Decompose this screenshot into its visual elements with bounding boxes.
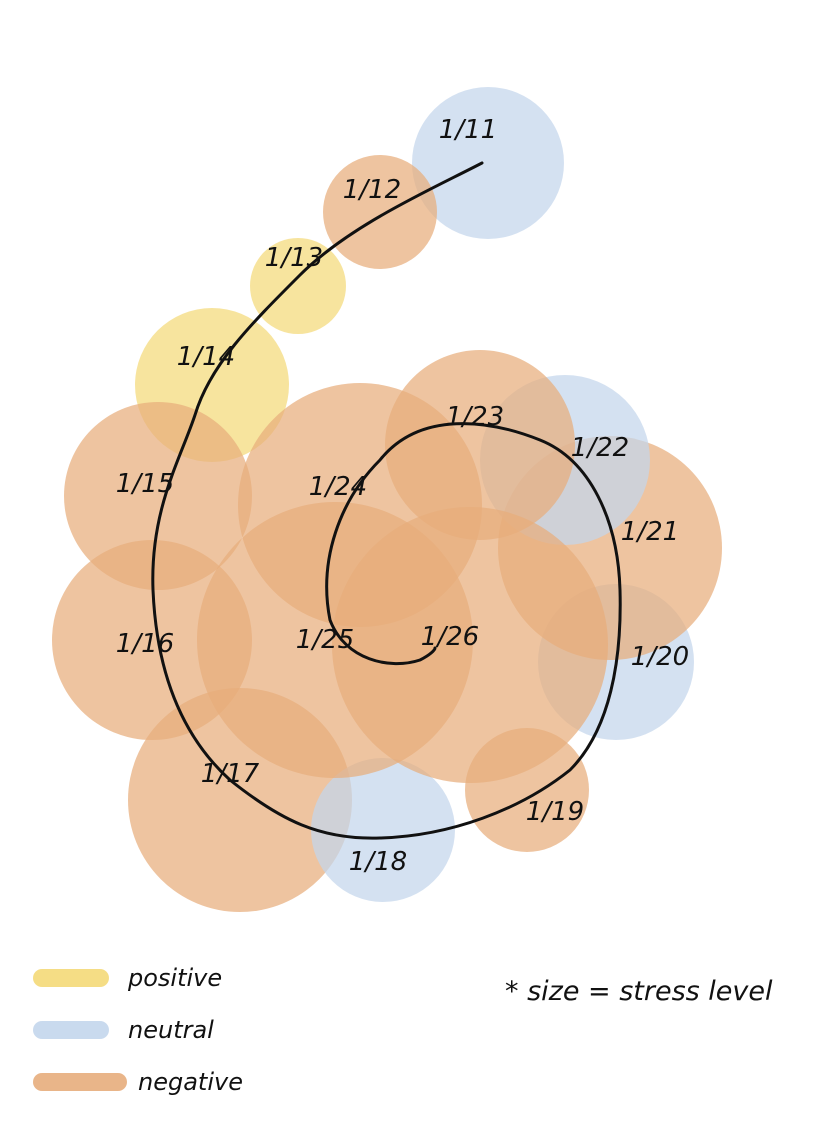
date-label-1-21: 1/21: [621, 517, 679, 547]
bubble-1-18: [311, 758, 455, 902]
legend-label-neutral: neutral: [128, 1016, 214, 1044]
date-label-1-20: 1/20: [631, 642, 689, 672]
size-note: * size = stress level: [505, 976, 773, 1007]
date-label-1-13: 1/13: [265, 243, 323, 273]
date-label-1-26: 1/26: [421, 622, 479, 652]
date-label-1-25: 1/25: [296, 625, 354, 655]
bubble-1-11: [412, 87, 564, 239]
date-label-1-15: 1/15: [116, 469, 174, 499]
bubble-1-26: [332, 507, 608, 783]
bubble-1-16: [52, 540, 252, 740]
date-label-1-11: 1/11: [439, 115, 497, 145]
timeline-spiral: [151, 161, 622, 840]
date-label-1-24: 1/24: [309, 472, 367, 502]
date-label-layer: 1/11 1/12 1/13 1/14 1/15 1/16 1/17 1/18 1/19 1/20…: [116, 115, 689, 877]
date-label-1-16: 1/16: [116, 629, 174, 659]
date-label-1-22: 1/22: [571, 433, 629, 463]
bubble-1-12: [323, 155, 437, 269]
legend: positive neutral negative: [33, 964, 243, 1096]
date-label-1-12: 1/12: [343, 175, 401, 205]
bubble-layer: [52, 87, 722, 912]
bubble-1-13: [250, 238, 346, 334]
date-label-1-18: 1/18: [349, 847, 407, 877]
date-label-1-14: 1/14: [177, 342, 235, 372]
date-label-1-17: 1/17: [201, 759, 260, 789]
legend-label-negative: negative: [138, 1068, 243, 1096]
legend-label-positive: positive: [127, 964, 222, 992]
bubble-1-15: [64, 402, 252, 590]
date-label-1-23: 1/23: [446, 402, 504, 432]
date-label-1-19: 1/19: [526, 797, 584, 827]
